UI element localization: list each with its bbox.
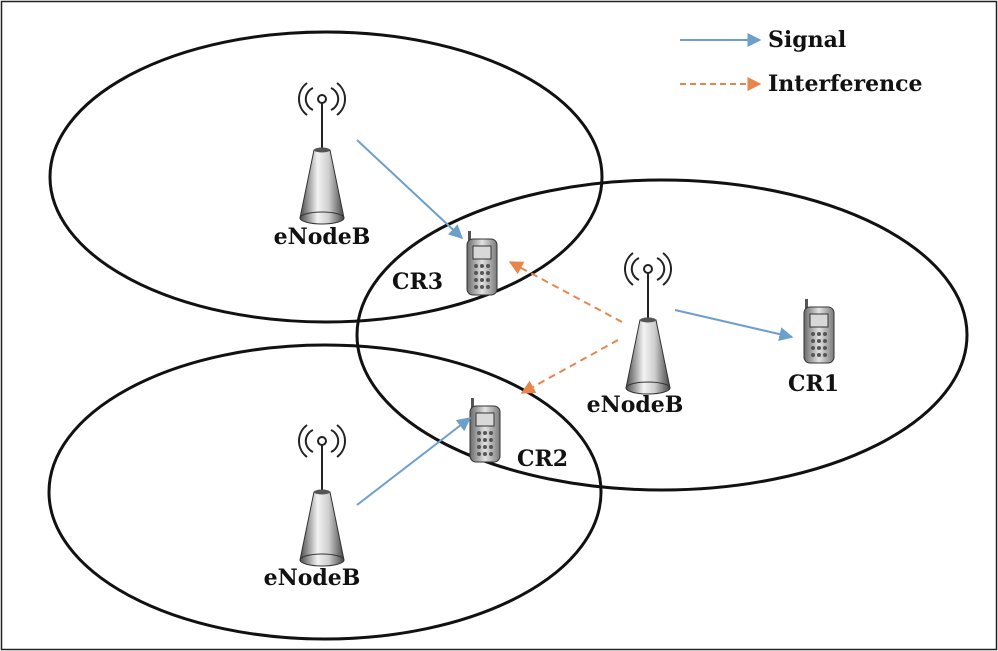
terminal-cr3 bbox=[466, 230, 498, 296]
cell-bottom-left bbox=[47, 343, 603, 641]
terminal-cr1 bbox=[803, 298, 835, 364]
terminal-label-cr3: CR3 bbox=[392, 269, 443, 295]
signal-arrow-bottom-left-to-cr2 bbox=[356, 417, 472, 506]
signal-arrow-center-to-cr1 bbox=[674, 309, 794, 341]
interference-arrow-center-to-cr2 bbox=[520, 339, 619, 394]
station-label-center: eNodeB bbox=[587, 392, 684, 418]
legend-signal-label: Signal bbox=[768, 27, 846, 53]
terminal-label-cr1: CR1 bbox=[788, 371, 839, 397]
station-label-top-left: eNodeB bbox=[274, 224, 371, 250]
phone-icon bbox=[466, 230, 498, 296]
terminal-label-cr2: CR2 bbox=[517, 446, 568, 472]
legend: Signal Interference bbox=[680, 27, 922, 97]
legend-interference-label: Interference bbox=[768, 71, 922, 97]
phone-icon bbox=[803, 298, 835, 364]
cell-top-left bbox=[48, 30, 604, 324]
terminal-cr2 bbox=[469, 397, 501, 463]
station-label-bottom-left: eNodeB bbox=[264, 565, 361, 591]
cell-center bbox=[355, 178, 969, 492]
interference-arrow-center-to-cr3 bbox=[508, 261, 623, 323]
signal-arrow-top-left-to-cr3 bbox=[356, 139, 464, 239]
phone-icon bbox=[469, 397, 501, 463]
